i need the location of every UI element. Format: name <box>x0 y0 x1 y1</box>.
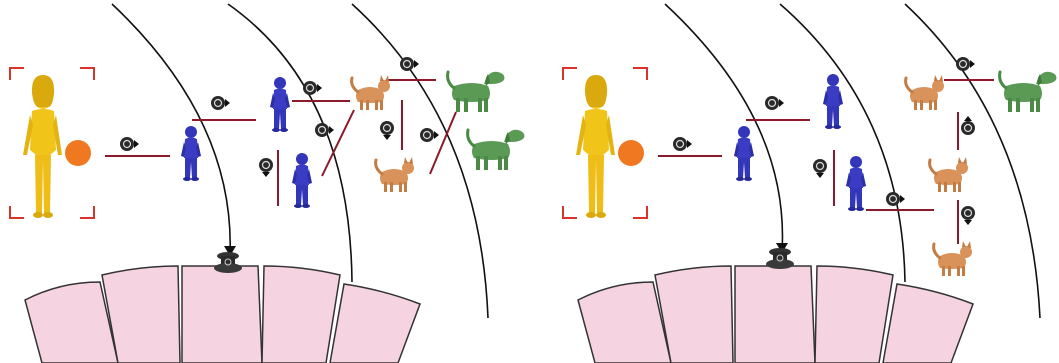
arc <box>352 4 488 318</box>
marker-token-icon <box>420 128 439 142</box>
ball-icon <box>618 140 644 166</box>
chamber <box>262 266 340 363</box>
right-panel <box>563 4 1056 363</box>
blue-figure-icon <box>734 126 754 181</box>
cat-icon <box>934 241 972 276</box>
cat-icon <box>352 75 390 110</box>
left-panel <box>10 4 524 363</box>
chamber <box>578 282 671 363</box>
blue-figure-icon <box>823 74 843 129</box>
cat-icon <box>376 157 414 192</box>
blue-figure-icon <box>270 77 290 132</box>
woman-figure-icon <box>576 75 615 218</box>
blue-figure-icon <box>292 153 312 208</box>
anchor-token-icon <box>214 252 242 273</box>
ball-icon <box>65 140 91 166</box>
marker-token-icon <box>765 96 784 110</box>
cat-icon <box>930 157 968 192</box>
arc <box>905 4 1040 318</box>
marker-token-icon <box>120 137 139 151</box>
chamber <box>735 266 815 363</box>
arc <box>112 4 230 255</box>
marker-token-icon <box>303 81 322 95</box>
marker-token-icon <box>813 159 827 178</box>
dog-icon <box>1000 72 1057 112</box>
arc <box>780 4 905 282</box>
blue-figure-icon <box>846 156 866 211</box>
dog-icon <box>468 130 525 170</box>
dog-icon <box>448 72 505 112</box>
chamber <box>182 266 262 363</box>
marker-token-icon <box>380 121 394 140</box>
marker-token-icon <box>961 116 975 135</box>
anchor-token-icon <box>766 248 794 269</box>
marker-token-icon <box>956 57 975 71</box>
arc <box>665 4 782 252</box>
chamber <box>883 284 973 363</box>
woman-figure-icon <box>23 75 62 218</box>
marker-token-icon <box>211 96 230 110</box>
chamber <box>815 266 893 363</box>
cat-icon <box>906 75 944 110</box>
marker-token-icon <box>315 123 334 137</box>
chamber-array <box>25 266 420 363</box>
marker-token-icon <box>961 206 975 225</box>
marker-token-icon <box>673 137 692 151</box>
chamber <box>330 284 420 363</box>
marker-token-icon <box>886 192 905 206</box>
chamber-array <box>578 266 973 363</box>
chamber <box>25 282 118 363</box>
marker-token-icon <box>400 57 419 71</box>
marker-token-icon <box>259 158 273 177</box>
arc <box>228 4 352 282</box>
blue-figure-icon <box>181 126 201 181</box>
